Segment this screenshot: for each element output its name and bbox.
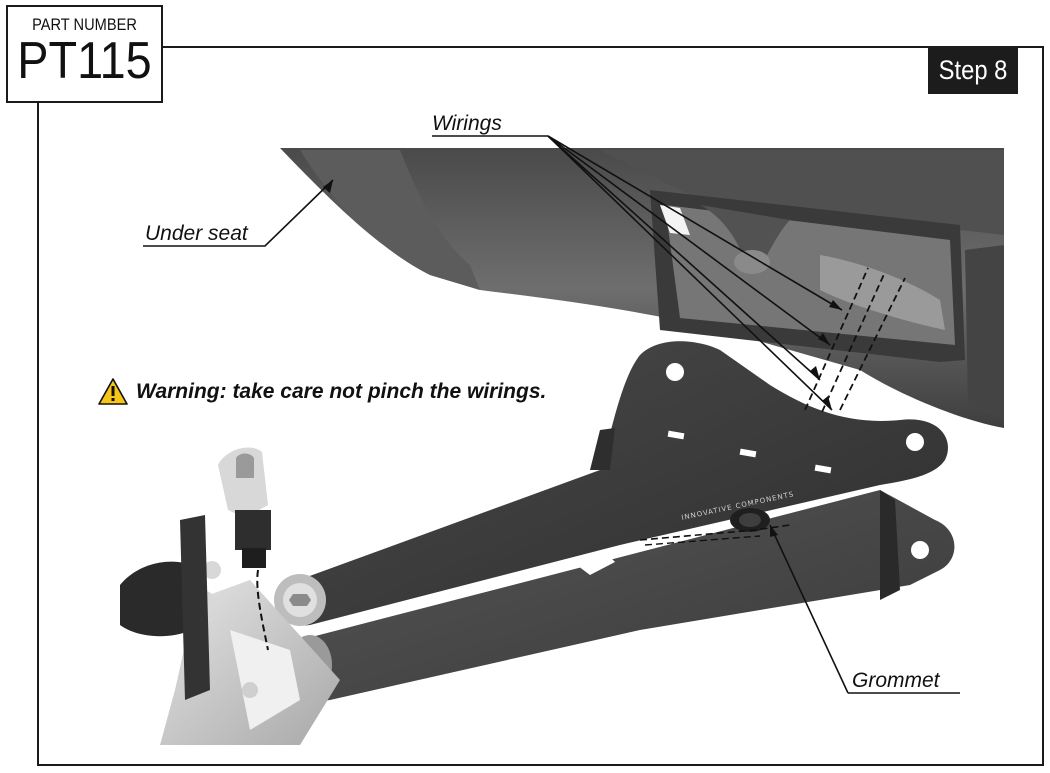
lower-bracket (294, 490, 955, 701)
upper-bracket: INNOVATIVE COMPONENTS (278, 341, 948, 626)
leader-lines (143, 135, 960, 694)
wirings-leader-3 (547, 135, 821, 381)
under-seat-label: Under seat (145, 222, 248, 245)
grommet-label: Grommet (852, 669, 940, 692)
step-label: Step 8 (938, 55, 1008, 85)
under-seat-body (280, 148, 1004, 428)
wirings-label: Wirings (432, 112, 502, 135)
warning-triangle-icon (98, 378, 128, 405)
warning-note: Warning: take care not pinch the wirings… (98, 378, 546, 405)
wiring-routes (256, 267, 906, 651)
wirings-leader-4 (547, 135, 833, 411)
part-number-value: PT115 (17, 32, 152, 90)
sensor-connector (218, 447, 271, 568)
part-number-label: PART NUMBER (32, 15, 137, 34)
diagram-frame (37, 46, 1044, 766)
wirings-leader-2 (547, 135, 831, 346)
warning-text: Warning: take care not pinch the wirings… (136, 379, 547, 403)
grommet-leader (769, 524, 960, 694)
under-seat-leader (143, 179, 334, 247)
step-badge: Step 8 (928, 46, 1018, 94)
part-number-box: PART NUMBER PT115 (6, 5, 163, 103)
leader-arrowheads (323, 180, 842, 537)
wirings-leader-1 (547, 135, 843, 311)
left-mount (120, 515, 340, 745)
